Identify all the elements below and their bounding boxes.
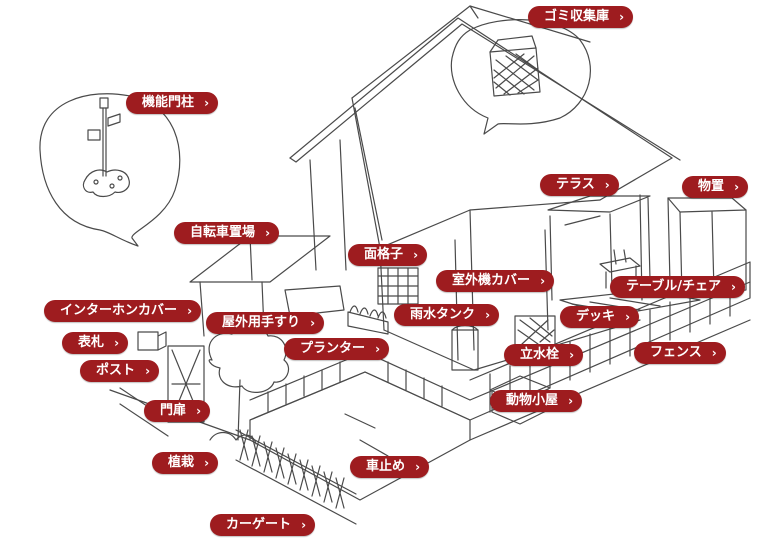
chevron-right-icon: ›	[145, 360, 150, 382]
label-storage-shed[interactable]: 物置 ›	[682, 176, 748, 198]
label-text: 自転車置場	[190, 225, 255, 240]
label-car-stopper[interactable]: 車止め ›	[350, 456, 429, 478]
label-faucet-post[interactable]: 立水栓 ›	[504, 344, 583, 366]
chevron-right-icon: ›	[204, 92, 209, 114]
label-planting[interactable]: 植栽 ›	[152, 452, 218, 474]
garbage-storage-bubble	[451, 20, 590, 134]
chevron-right-icon: ›	[301, 514, 306, 536]
chevron-right-icon: ›	[731, 276, 736, 298]
garden-tree	[209, 324, 288, 444]
carport-area	[250, 372, 470, 500]
label-nameplate[interactable]: 表札 ›	[62, 332, 128, 354]
label-mailbox[interactable]: ポスト ›	[80, 360, 159, 382]
chevron-right-icon: ›	[114, 332, 119, 354]
chevron-right-icon: ›	[619, 6, 624, 28]
label-text: 立水栓	[520, 347, 559, 362]
ground-line	[110, 320, 750, 440]
chevron-right-icon: ›	[375, 338, 380, 360]
label-table-chair[interactable]: テーブル/チェア ›	[610, 276, 745, 298]
label-text: 門扉	[160, 403, 186, 418]
chevron-right-icon: ›	[569, 344, 574, 366]
label-text: デッキ	[576, 309, 615, 324]
label-animal-hut[interactable]: 動物小屋 ›	[490, 390, 582, 412]
label-text: ポスト	[96, 363, 135, 378]
label-text: カーゲート	[226, 517, 291, 532]
chevron-right-icon: ›	[540, 270, 545, 292]
label-gate-door[interactable]: 門扉 ›	[144, 400, 210, 422]
chevron-right-icon: ›	[712, 342, 717, 364]
main-roof	[290, 6, 680, 248]
label-text: 機能門柱	[142, 95, 194, 110]
label-text: テーブル/チェア	[626, 279, 721, 294]
label-car-gate[interactable]: カーゲート ›	[210, 514, 315, 536]
chevron-right-icon: ›	[605, 174, 610, 196]
label-intercom-cover[interactable]: インターホンカバー ›	[44, 300, 201, 322]
chevron-right-icon: ›	[734, 176, 739, 198]
chevron-right-icon: ›	[265, 222, 270, 244]
label-text: 植栽	[168, 455, 194, 470]
mailbox-pillar-bubble	[40, 94, 180, 246]
label-rain-tank[interactable]: 雨水タンク ›	[394, 304, 499, 326]
label-text: テラス	[556, 177, 595, 192]
label-fence[interactable]: フェンス ›	[634, 342, 726, 364]
label-text: 動物小屋	[506, 393, 558, 408]
chevron-right-icon: ›	[196, 400, 201, 422]
label-text: 室外機カバー	[452, 273, 530, 288]
label-text: 屋外用手すり	[222, 315, 300, 330]
label-ac-cover[interactable]: 室外機カバー ›	[436, 270, 554, 292]
label-planter[interactable]: プランター ›	[284, 338, 389, 360]
label-text: 表札	[78, 335, 104, 350]
chevron-right-icon: ›	[568, 390, 573, 412]
ac-unit-cover	[515, 316, 555, 346]
label-text: フェンス	[650, 345, 702, 360]
label-text: プランター	[300, 341, 365, 356]
label-text: 雨水タンク	[410, 307, 475, 322]
label-deck[interactable]: デッキ ›	[560, 306, 639, 328]
label-mailbox-pillar[interactable]: 機能門柱 ›	[126, 92, 218, 114]
label-text: インターホンカバー	[60, 303, 177, 318]
label-text: 車止め	[366, 459, 405, 474]
label-window-grille[interactable]: 面格子 ›	[348, 244, 427, 266]
chevron-right-icon: ›	[625, 306, 630, 328]
chevron-right-icon: ›	[310, 312, 315, 334]
chevron-right-icon: ›	[413, 244, 418, 266]
window-grille	[378, 268, 418, 304]
label-handrail[interactable]: 屋外用手すり ›	[206, 312, 324, 334]
fence-front	[250, 352, 470, 420]
chevron-right-icon: ›	[204, 452, 209, 474]
label-bicycle-parking[interactable]: 自転車置場 ›	[174, 222, 279, 244]
planter	[348, 306, 388, 334]
chevron-right-icon: ›	[187, 300, 192, 322]
chevron-right-icon: ›	[415, 456, 420, 478]
chevron-right-icon: ›	[485, 304, 490, 326]
car-gate	[236, 430, 356, 524]
label-garbage-storage[interactable]: ゴミ収集庫 ›	[528, 6, 633, 28]
label-text: ゴミ収集庫	[544, 9, 609, 24]
label-text: 面格子	[364, 247, 403, 262]
label-text: 物置	[698, 179, 724, 194]
label-terrace[interactable]: テラス ›	[540, 174, 619, 196]
